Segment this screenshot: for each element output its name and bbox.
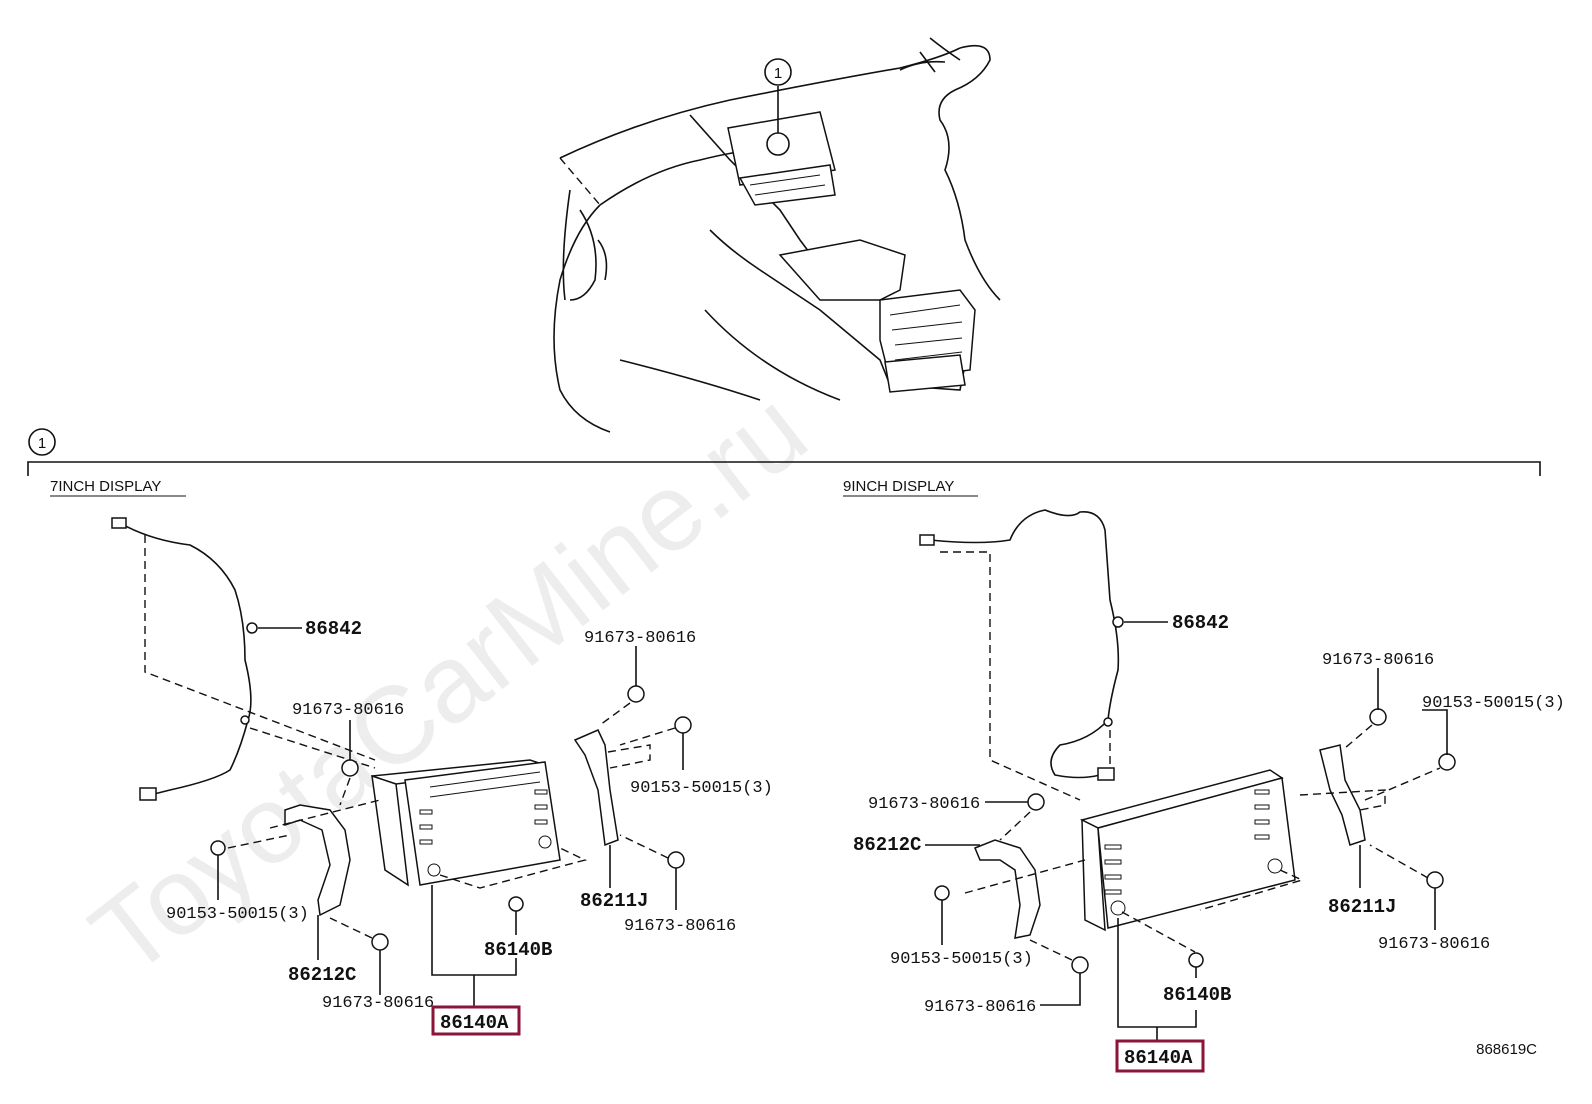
section-marker-number: 1 xyxy=(38,435,46,452)
right-label-86140A[interactable]: 86140A xyxy=(1124,1047,1193,1069)
right-highlight-box xyxy=(1115,1039,1205,1073)
left-knob-part xyxy=(508,896,524,912)
right-label-86842[interactable]: 86842 xyxy=(1172,612,1229,634)
left-harness-wire xyxy=(119,522,252,796)
left-label-86140A[interactable]: 86140A xyxy=(440,1012,509,1034)
left-highlight-box xyxy=(431,1005,521,1036)
right-harness-wire xyxy=(929,509,1120,779)
left-assembly xyxy=(111,517,692,1006)
right-label-bolt-right-lower[interactable]: 91673-80616 xyxy=(1378,935,1490,954)
left-label-bolt-right-lower[interactable]: 91673-80616 xyxy=(624,917,736,936)
left-label-bolt-bottom[interactable]: 91673-80616 xyxy=(322,994,434,1013)
section-title-9inch: 9INCH DISPLAY xyxy=(843,478,954,495)
right-label-screw-left[interactable]: 90153-50015(3) xyxy=(890,950,1033,969)
right-label-bolt-bottom[interactable]: 91673-80616 xyxy=(924,998,1036,1017)
right-assembly xyxy=(919,509,1456,1040)
left-label-screw-left[interactable]: 90153-50015(3) xyxy=(166,905,309,924)
right-label-86212C[interactable]: 86212C xyxy=(853,834,921,856)
right-label-screw-right[interactable]: 90153-50015(3) xyxy=(1422,694,1565,713)
left-label-bolt-top-left[interactable]: 91673-80616 xyxy=(292,701,404,720)
section-bracket xyxy=(27,461,1541,476)
right-label-bolt-top-right[interactable]: 91673-80616 xyxy=(1322,651,1434,670)
left-label-86140B[interactable]: 86140B xyxy=(484,939,552,961)
section-title-7inch: 7INCH DISPLAY xyxy=(50,478,161,495)
left-label-bolt-top-right[interactable]: 91673-80616 xyxy=(584,629,696,648)
callout-number: 1 xyxy=(774,65,782,82)
callout-circle xyxy=(764,58,792,86)
section-marker-circle xyxy=(28,428,56,456)
right-label-86211J[interactable]: 86211J xyxy=(1328,896,1396,918)
dashboard-illustration xyxy=(553,37,1001,433)
left-label-86212C[interactable]: 86212C xyxy=(288,964,356,986)
left-label-screw-right[interactable]: 90153-50015(3) xyxy=(630,779,773,798)
left-label-86211J[interactable]: 86211J xyxy=(580,890,648,912)
right-label-86140B[interactable]: 86140B xyxy=(1163,984,1231,1006)
right-label-bolt-left-top[interactable]: 91673-80616 xyxy=(868,795,980,814)
left-label-86842[interactable]: 86842 xyxy=(305,618,362,640)
right-knob-part xyxy=(1188,952,1204,968)
diagram-code: 868619C xyxy=(1476,1041,1537,1058)
